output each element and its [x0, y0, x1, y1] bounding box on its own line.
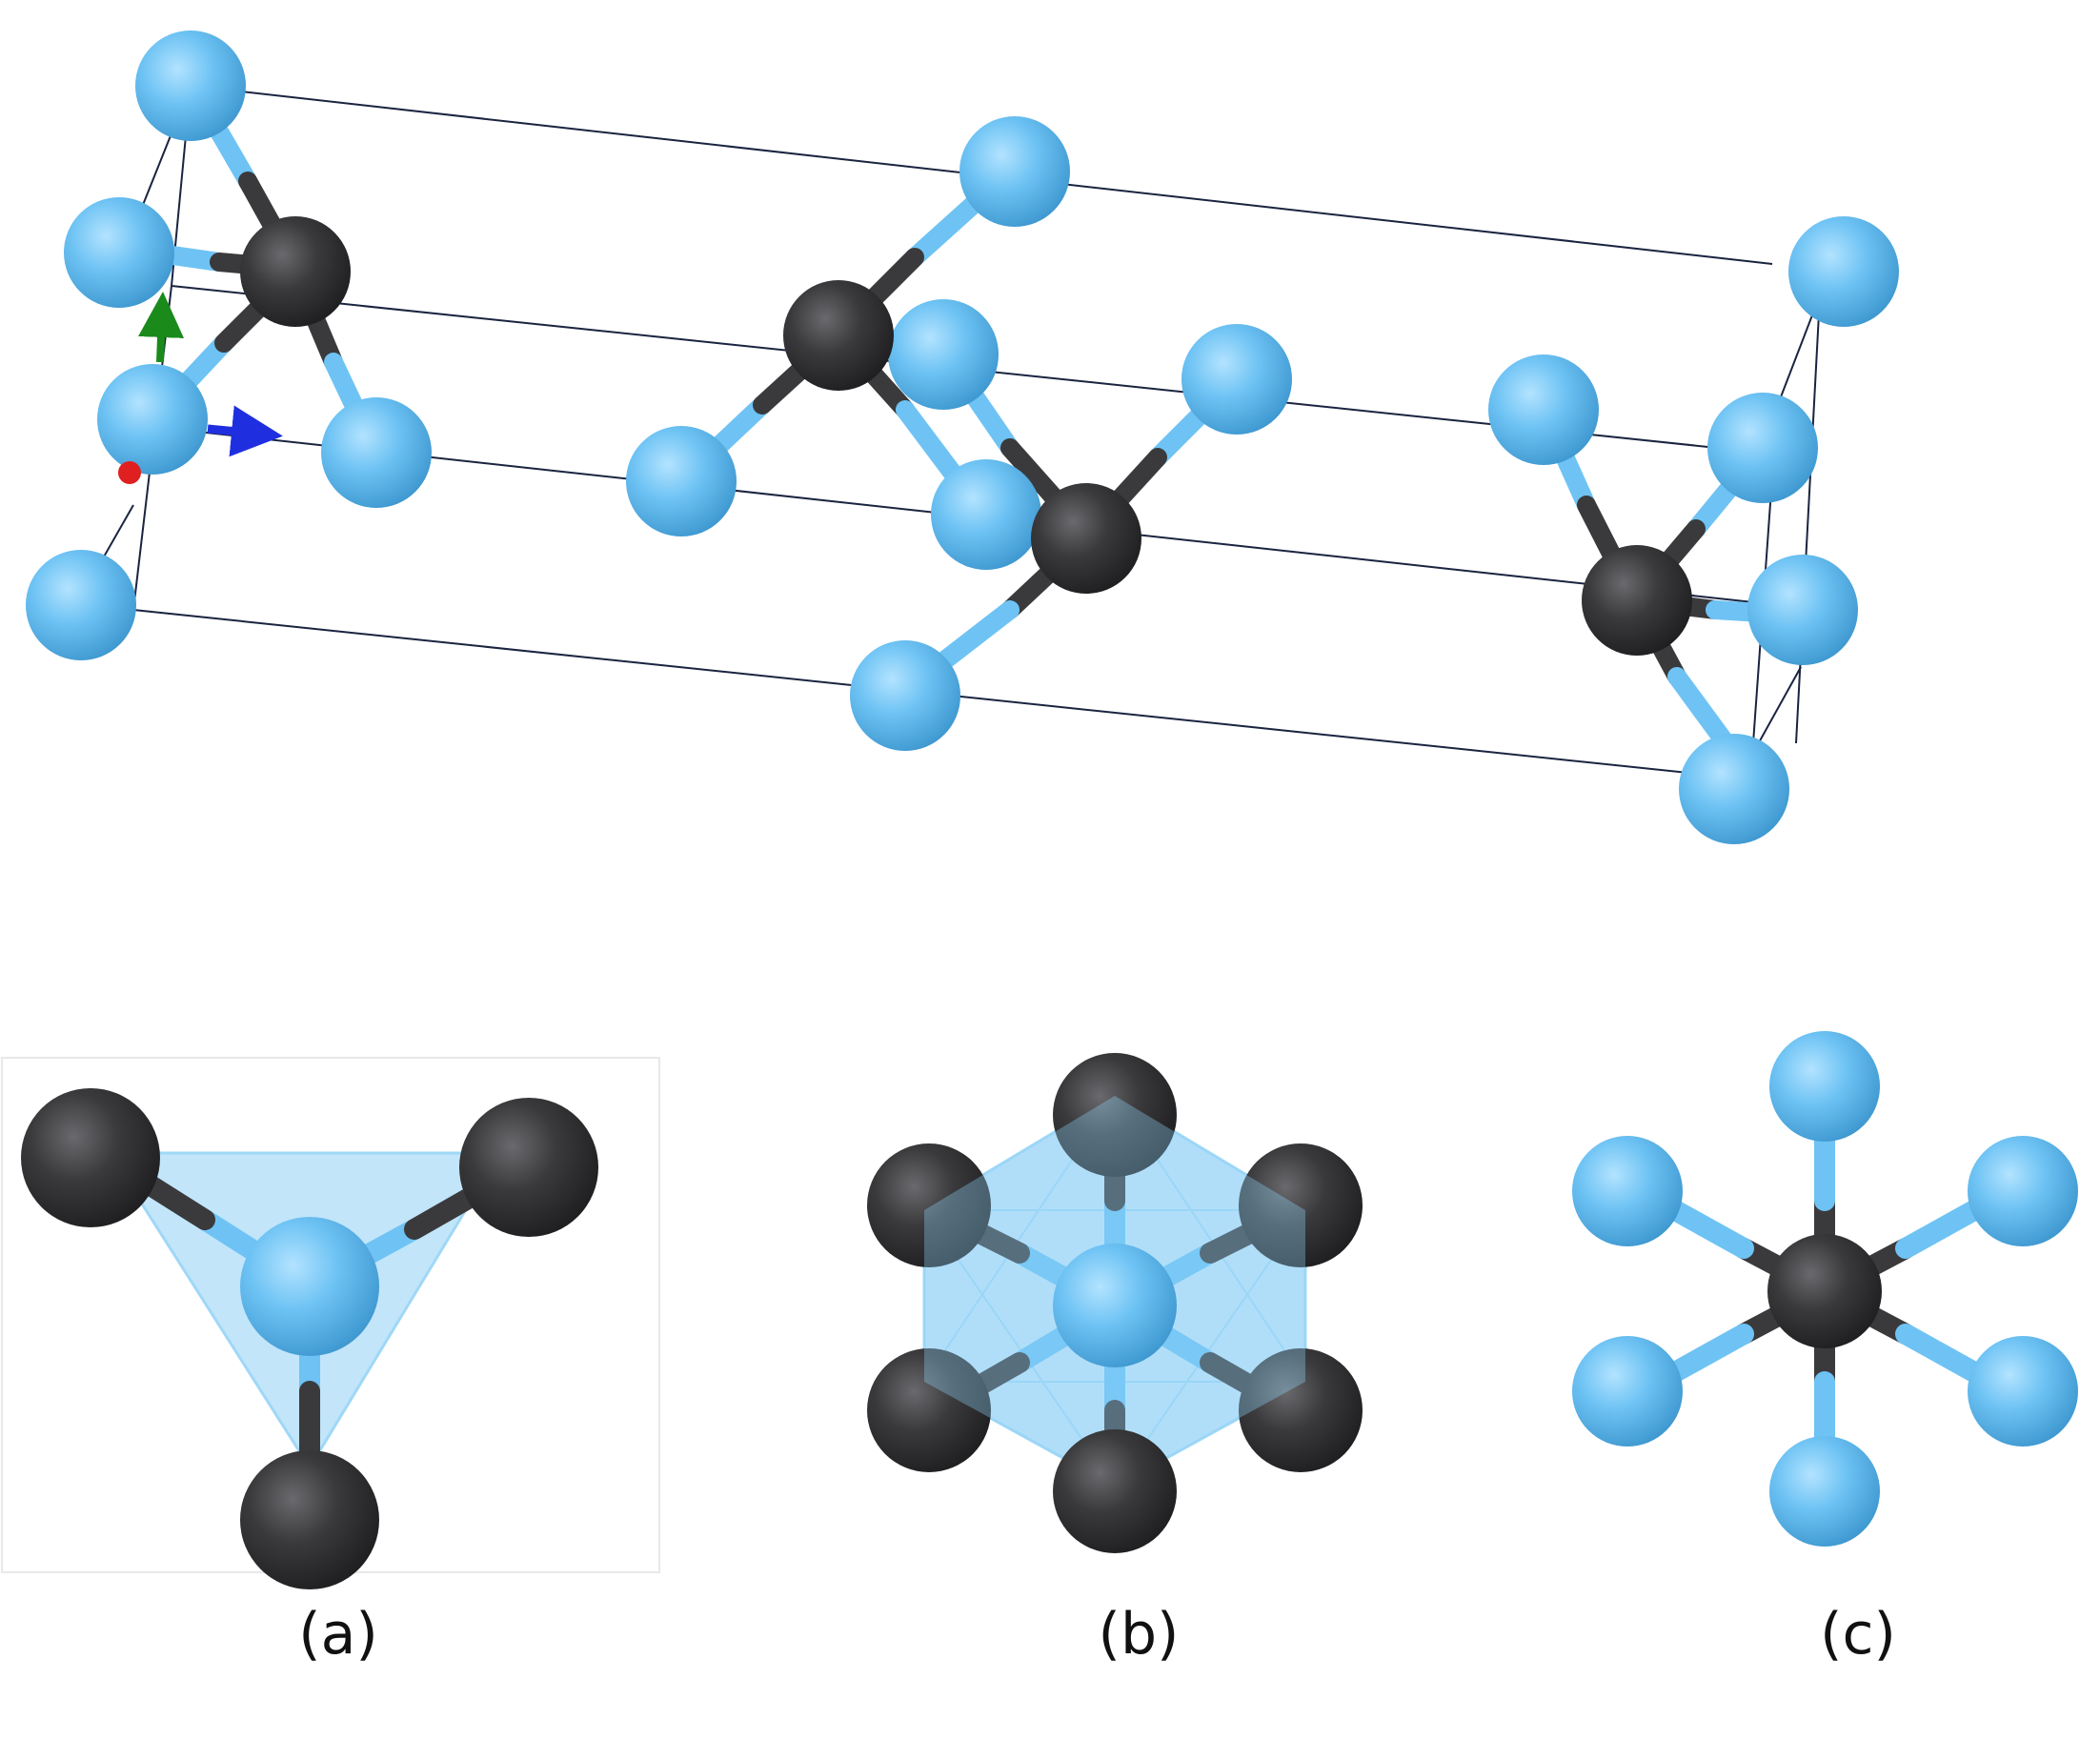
- panel-a-label: (a): [298, 1601, 378, 1668]
- light-atom: [1968, 1136, 2078, 1246]
- light-atom: [1181, 324, 1292, 435]
- axes-indicator: [118, 292, 283, 484]
- dark-atom: [1239, 1143, 1363, 1267]
- light-atom: [1488, 354, 1599, 465]
- light-atom: [1572, 1136, 1683, 1246]
- dark-atom: [1239, 1348, 1363, 1472]
- panel-b: (b): [867, 1053, 1363, 1668]
- dark-atom: [1582, 545, 1692, 656]
- x-axis-arrow-icon: [118, 461, 141, 484]
- dark-atom: [867, 1348, 991, 1472]
- dark-atom: [240, 1450, 379, 1589]
- light-atom: [135, 30, 246, 141]
- unit-cell-view: [26, 30, 1899, 844]
- light-atom: [1053, 1244, 1177, 1367]
- light-atom: [1769, 1031, 1880, 1142]
- light-atom: [888, 299, 999, 410]
- light-atom: [1769, 1436, 1880, 1547]
- dark-atom: [1053, 1429, 1177, 1553]
- light-atom: [1747, 555, 1858, 665]
- z-axis-arrow-icon: [207, 405, 283, 457]
- dark-atom: [783, 280, 894, 391]
- light-atom: [240, 1217, 379, 1356]
- panel-c: (c): [1572, 1031, 2078, 1668]
- light-atom: [931, 459, 1041, 570]
- y-axis-arrow-icon: [138, 292, 185, 363]
- light-atom: [97, 364, 208, 475]
- light-atom: [64, 197, 174, 308]
- light-atom: [26, 550, 136, 660]
- light-atom: [1679, 734, 1789, 844]
- light-atom: [626, 426, 737, 536]
- panel-b-label: (b): [1099, 1601, 1180, 1668]
- dark-atom: [867, 1143, 991, 1267]
- dark-atom: [21, 1088, 160, 1227]
- light-atom: [1572, 1336, 1683, 1447]
- light-atom: [959, 116, 1070, 227]
- dark-atom: [1767, 1234, 1882, 1348]
- dark-atom: [1053, 1053, 1177, 1177]
- light-atom: [321, 397, 432, 508]
- dark-atom: [459, 1098, 598, 1237]
- bonds-group-2: [672, 162, 1248, 700]
- panel-a: (a): [1, 1057, 660, 1668]
- unit-cell-light-atoms: [26, 30, 1899, 844]
- unit-cell-dark-atoms: [240, 216, 1692, 656]
- light-atom: [1788, 216, 1899, 327]
- panel-c-label: (c): [1820, 1601, 1896, 1668]
- dark-atom: [240, 216, 351, 327]
- dark-atom: [1031, 483, 1141, 594]
- light-atom: [1968, 1336, 2078, 1447]
- light-atom: [1707, 393, 1818, 503]
- light-atom: [850, 640, 960, 751]
